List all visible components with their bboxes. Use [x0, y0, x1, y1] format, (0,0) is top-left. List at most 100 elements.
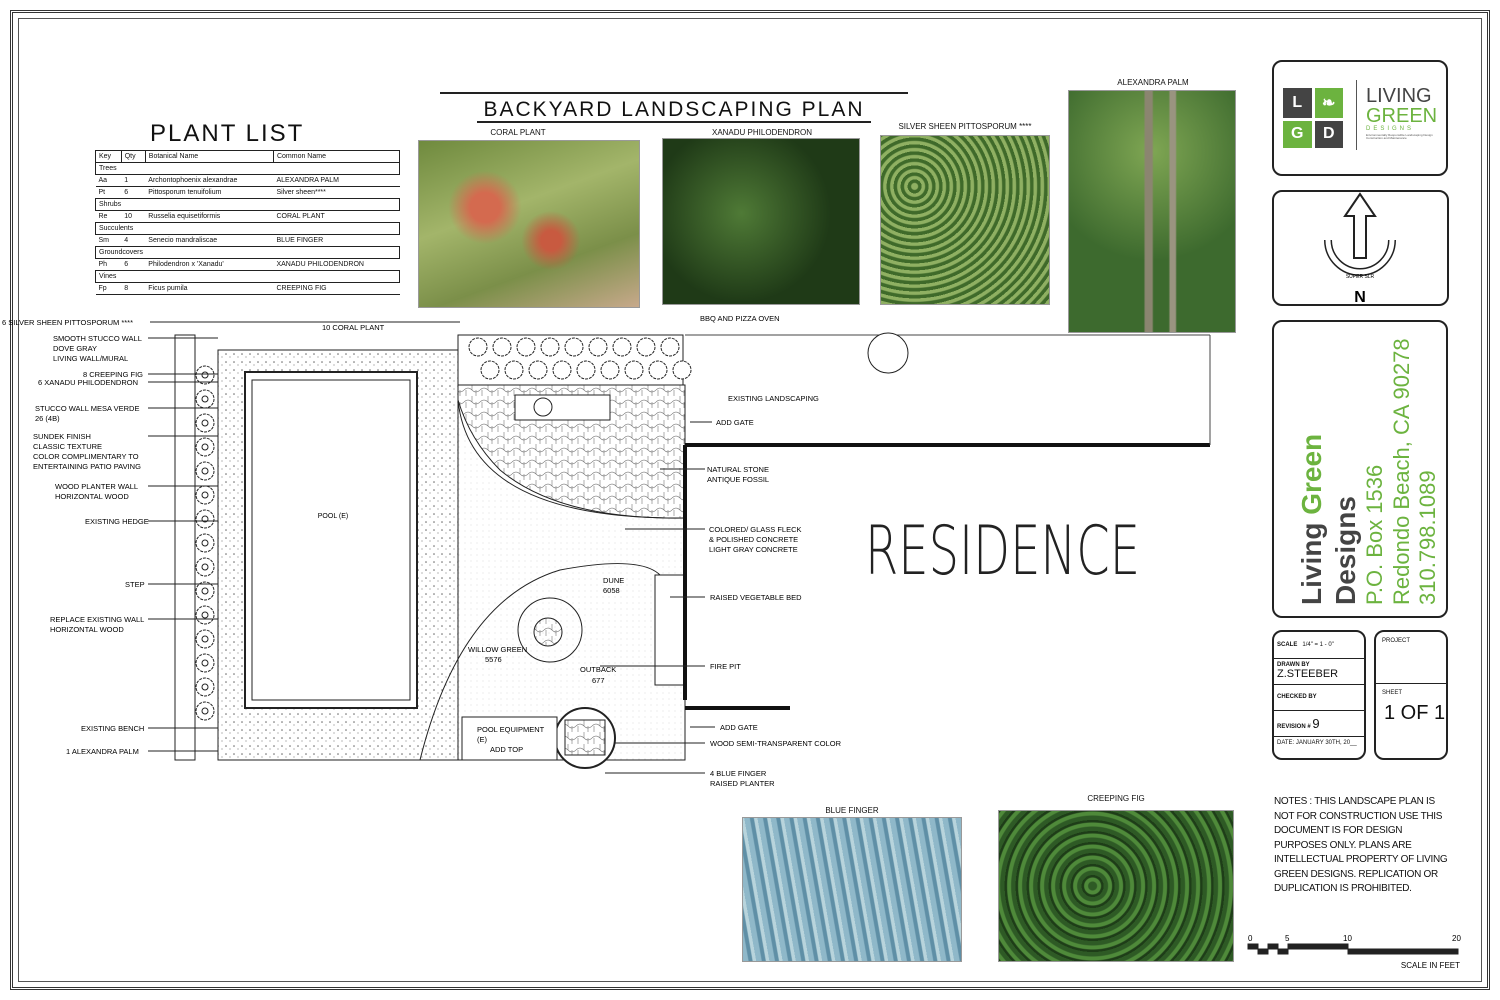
callout-right: 4 BLUE FINGER	[710, 769, 767, 778]
photo-caption-coral: CORAL PLANT	[490, 128, 546, 137]
title-block-right: PROJECT SHEET 1 OF 1	[1374, 630, 1448, 760]
scale-tick-5: 5	[1285, 934, 1290, 943]
logo-text: LIVING GREEN DESIGNS Environmentally Res…	[1366, 86, 1446, 140]
residence-label: RESIDENCE	[865, 512, 1140, 591]
revision-label: REVISION #	[1277, 723, 1311, 730]
coral-plant-symbol	[648, 360, 668, 380]
callout-left: CLASSIC TEXTURE	[33, 442, 102, 451]
coral-plant-symbol	[588, 337, 608, 357]
hedge-shrub	[195, 653, 215, 673]
photo-caption-blue: BLUE FINGER	[825, 806, 879, 815]
callout-left: STUCCO WALL MESA VERDE	[35, 404, 139, 413]
pool-label: POOL (E)	[318, 513, 348, 520]
company-po: P.O. Box 1536	[1362, 464, 1388, 605]
callout-left: WOOD PLANTER WALL	[55, 482, 138, 491]
logo-leaf-icon: ❧	[1314, 88, 1343, 118]
logo-letter-l: L	[1283, 88, 1312, 118]
callout-right: EXISTING LANDSCAPING	[728, 394, 819, 403]
title-block-left: SCALE 1/4" = 1 - 0" DRAWN BY Z.STEEBER C…	[1272, 630, 1366, 760]
logo-box	[1272, 60, 1448, 176]
coral-plant-symbol	[468, 337, 488, 357]
callout-right: FIRE PIT	[710, 662, 741, 671]
raised-vegetable-bed	[654, 574, 686, 686]
callout-right: ADD GATE	[720, 723, 758, 732]
hedge-shrub	[195, 677, 215, 697]
photo-caption-palm: ALEXANDRA PALM	[1117, 78, 1189, 87]
coral-plant-symbol	[624, 360, 644, 380]
scale-tick-20: 20	[1452, 934, 1461, 943]
callout-left: DOVE GRAY	[53, 344, 97, 353]
sheet-border	[10, 10, 1490, 990]
callout-left: 6 XANADU PHILODENDRON	[38, 378, 138, 387]
turf-willow-code: 5576	[485, 655, 502, 664]
site-plan: POOL (E) RESIDENCE DUNE 6058 WILLOW GREE…	[2, 314, 1211, 788]
company-name-a: Living	[1296, 514, 1327, 605]
callout-right: RAISED VEGETABLE BED	[710, 593, 802, 602]
coral-plant-symbol	[540, 337, 560, 357]
sheet-value: 1 OF 1	[1384, 702, 1446, 724]
hedge-shrub	[195, 461, 215, 481]
hedge-shrub	[195, 437, 215, 457]
hedge-shrub	[195, 365, 215, 385]
date-value: DATE: JANUARY 30TH, 20__	[1277, 739, 1357, 746]
coral-plant-symbol	[552, 360, 572, 380]
turf-dune: DUNE	[603, 576, 624, 585]
company-phone: 310.798.1089	[1414, 470, 1440, 605]
cell-key: Fp	[95, 282, 122, 295]
callout-left: 8 CREEPING FIG	[83, 370, 143, 379]
callout-left: EXISTING HEDGE	[85, 517, 149, 526]
callout-left: HORIZONTAL WOOD	[50, 625, 124, 634]
scale-tick-0: 0	[1248, 934, 1253, 943]
logo-letter-g: G	[1283, 120, 1312, 148]
callout-right: & POLISHED CONCRETE	[709, 535, 798, 544]
coral-plant-symbol	[492, 337, 512, 357]
hedge-shrub	[195, 485, 215, 505]
scale-tick-10: 10	[1343, 934, 1352, 943]
project-label: PROJECT	[1376, 632, 1446, 684]
checked-label: CHECKED BY	[1277, 694, 1317, 700]
pool-equipment	[461, 716, 558, 761]
callout-left: EXISTING BENCH	[81, 724, 144, 733]
silver-sheen-photo	[880, 135, 1050, 305]
hedge-shrubs	[195, 365, 215, 721]
callout-left: LIVING WALL/MURAL	[53, 354, 128, 363]
company-city: Redondo Beach, CA 90278	[1388, 338, 1414, 605]
photo-caption-fig: CREEPING FIG	[1087, 794, 1145, 803]
hedge-shrub	[195, 557, 215, 577]
logo-line3: DESIGNS	[1366, 126, 1415, 132]
creeping-fig-photo	[998, 810, 1234, 962]
scale-bar: 0 5 10 20 SCALE IN FEET	[1247, 934, 1461, 970]
hedge-shrub	[195, 533, 215, 553]
scale-label-text: SCALE IN FEET	[1401, 961, 1460, 970]
photo-caption-xanadu: XANADU PHILODENDRON	[711, 128, 812, 137]
coral-plant-symbol	[660, 337, 680, 357]
logo-line2: GREEN	[1366, 105, 1438, 127]
coral-plant-symbol	[600, 360, 620, 380]
company-name-b: Green	[1296, 433, 1327, 515]
callout-right: 10 CORAL PLANT	[322, 323, 385, 332]
stucco-wall	[174, 334, 196, 761]
hedge-shrub	[195, 701, 215, 721]
equipment-add-top: ADD TOP	[490, 745, 523, 754]
coral-plant-symbol	[504, 360, 524, 380]
cell-qty: 8	[121, 282, 146, 295]
equipment-label: POOL EQUIPMENT	[477, 725, 545, 734]
coral-plant-symbols	[468, 337, 692, 380]
callout-left: HORIZONTAL WOOD	[55, 492, 129, 501]
logo-letter-d: D	[1314, 120, 1343, 148]
callout-right: ANTIQUE FOSSIL	[707, 475, 769, 484]
company-address: Living Green Designs P.O. Box 1536 Redon…	[1295, 335, 1441, 605]
hedge-shrub	[195, 389, 215, 409]
logo-mark: L ❧ G D	[1283, 88, 1343, 148]
coral-plant-photo	[418, 140, 640, 308]
cell-common: CREEPING FIG	[273, 282, 400, 295]
coral-plant-symbol	[672, 360, 692, 380]
sheet-inner-border	[18, 18, 1482, 982]
turf-dune-code: 6058	[603, 586, 620, 595]
callout-left: 6 SILVER SHEEN PITTOSPORUM ****	[2, 318, 133, 327]
residence-wall	[683, 443, 1210, 710]
drawing-title: BACKYARD LANDSCAPING PLAN	[440, 92, 908, 123]
bbq-pizza-oven	[514, 394, 611, 421]
coral-plant-symbol	[564, 337, 584, 357]
hedge-shrub	[195, 581, 215, 601]
